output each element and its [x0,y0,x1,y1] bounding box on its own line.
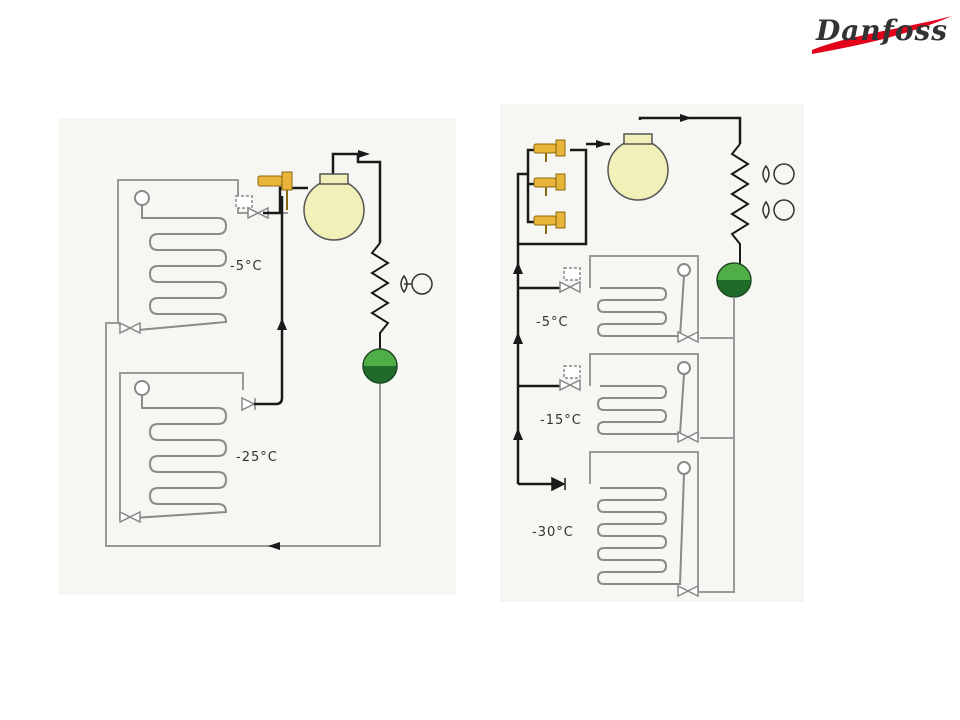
suction-pipe-upper [263,186,308,215]
expansion-valve-icon [677,330,699,344]
compressor-icon [607,133,669,201]
expansion-valve-icon [119,510,141,524]
solenoid-valve-icon [559,267,581,294]
evap1-temp-label: -5°C [536,315,569,330]
valve-outlet [518,148,588,246]
fan-icon [400,273,433,295]
flow-arrow-icon [513,262,523,274]
compressor-icon [303,173,365,241]
evap1-enclosure [589,255,699,340]
pressure-valve-icon [533,211,566,234]
expansion-valve-icon [677,430,699,444]
flow-arrow-icon [358,150,370,158]
solenoid-valve-icon [559,365,581,392]
flow-arrow-icon [268,542,280,550]
check-valve-icon [551,476,566,492]
refrigeration-diagram-two-evaporators: -5°C -25°C [58,118,456,595]
flow-arrow-icon [513,332,523,344]
flow-arrow-icon [680,114,692,122]
refrigeration-diagram-three-evaporators: -5°C -15°C -30°C [500,104,804,602]
expansion-valve-icon [119,321,141,335]
logo-swoosh-icon [812,16,952,54]
evaporator-coil-3 [596,461,691,585]
pressure-valve-icon [533,139,566,162]
evap3-enclosure [589,451,699,592]
liquid-receiver-icon [362,348,398,384]
liquid-main-pipe [105,322,381,547]
fan-icon [762,163,795,185]
evaporator-coil-1 [134,190,228,331]
evap1-temp-label: -5°C [230,259,263,274]
condenser-coil-icon [370,242,390,350]
expansion-valve-icon [677,584,699,598]
pressure-valve-icon [533,173,566,196]
flow-arrow-icon [513,428,523,440]
flow-arrow-icon [596,140,608,148]
suction-pipe-main [254,196,284,406]
logo-wordmark: Danfoss [815,14,948,47]
evap2-temp-label: -15°C [540,413,582,428]
flow-arrow-icon [277,318,287,330]
evap3-temp-label: -30°C [532,525,574,540]
liquid-receiver-icon [716,262,752,298]
evaporator-coil-2 [596,361,691,435]
pressure-valve-icon [257,171,293,210]
evap2-temp-label: -25°C [236,450,278,465]
evaporator-coil-2 [132,380,228,519]
condenser-coil-icon [730,143,750,264]
evaporator-coil-1 [596,263,691,337]
fan-icon [762,199,795,221]
evap2-enclosure [589,353,699,438]
danfoss-logo: Danfoss [812,14,952,54]
